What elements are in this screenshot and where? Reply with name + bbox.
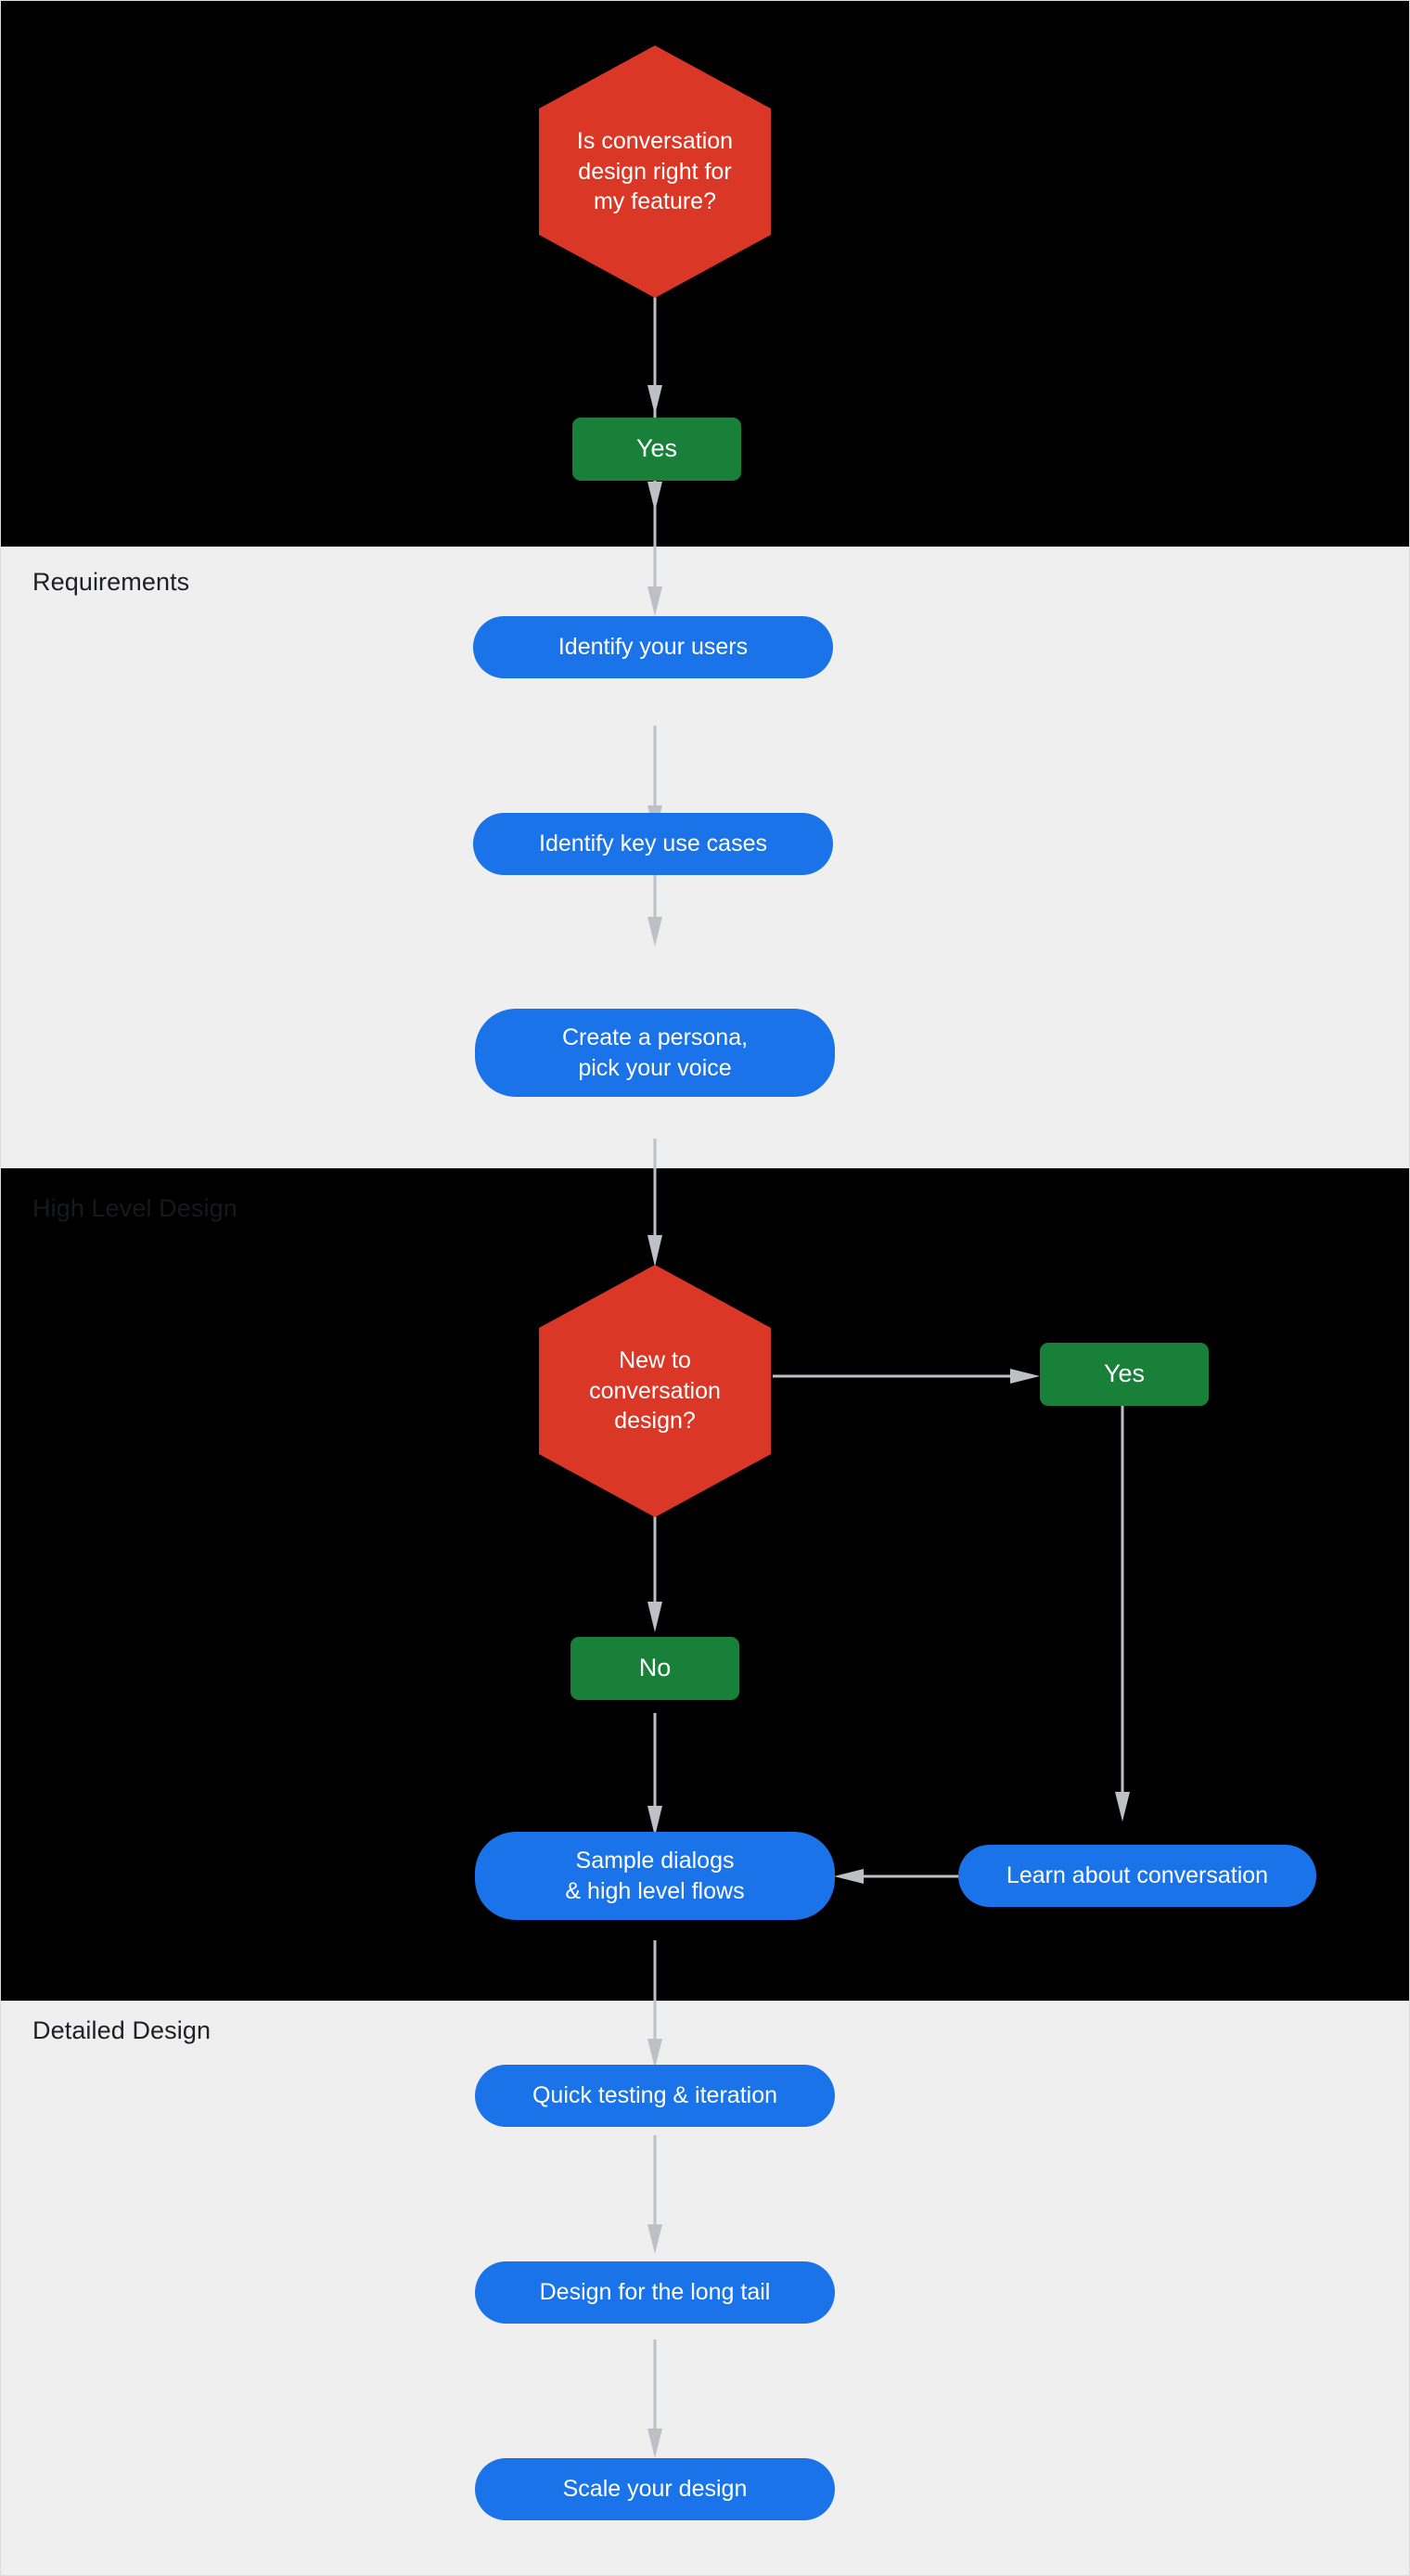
node-label: Quick testing & iteration xyxy=(532,2082,777,2109)
step-quick-testing-iteration[interactable]: Quick testing & iteration xyxy=(475,2065,835,2127)
step-identify-key-use-cases[interactable]: Identify key use cases xyxy=(473,813,833,875)
connector-no-to-sample-dialogs xyxy=(641,1713,669,1838)
node-label: Yes xyxy=(635,434,678,463)
answer-yes-1[interactable]: Yes xyxy=(572,418,741,481)
node-label: Design for the long tail xyxy=(539,2279,771,2306)
step-learn-about-conversation[interactable]: Learn about conversation xyxy=(958,1845,1316,1907)
node-label: Is conversation design right for my feat… xyxy=(576,128,734,215)
answer-no[interactable]: No xyxy=(570,1637,739,1700)
decision-new-to-conversation-design[interactable]: New to conversation design? xyxy=(539,1265,771,1517)
connector-quick-testing-to-long-tail xyxy=(641,2135,669,2256)
node-label: Yes xyxy=(1103,1359,1146,1388)
step-scale-your-design[interactable]: Scale your design xyxy=(475,2458,835,2520)
step-identify-your-users[interactable]: Identify your users xyxy=(473,616,833,678)
band-label-high-level-design: High Level Design xyxy=(32,1194,237,1222)
node-label: Identify your users xyxy=(558,634,749,661)
step-sample-dialogs-high-level-flows[interactable]: Sample dialogs & high level flows xyxy=(475,1832,835,1920)
connector-yes1-to-identify-users xyxy=(641,497,669,618)
decision-is-conversation-design-right[interactable]: Is conversation design right for my feat… xyxy=(539,45,771,298)
connector-decision2-to-no xyxy=(641,1509,669,1634)
node-label: No xyxy=(638,1654,672,1682)
connector-persona-to-decision2 xyxy=(641,1139,669,1269)
node-label: Learn about conversation xyxy=(1006,1862,1269,1889)
step-create-persona-pick-voice[interactable]: Create a persona, pick your voice xyxy=(475,1009,835,1097)
connector-sample-dialogs-to-quick-testing xyxy=(641,1940,669,2070)
connector-yes2-to-learn-about-conversation xyxy=(1109,1397,1136,1823)
answer-yes-2[interactable]: Yes xyxy=(1040,1343,1209,1406)
connector-learn-to-sample-dialogs xyxy=(832,1862,962,1890)
node-label: New to conversation design? xyxy=(589,1347,721,1435)
node-label: Create a persona, pick your voice xyxy=(561,1024,749,1081)
connector-decision2-to-yes2 xyxy=(773,1362,1042,1390)
node-label: Identify key use cases xyxy=(539,831,767,857)
step-design-for-the-long-tail[interactable]: Design for the long tail xyxy=(475,2261,835,2324)
band-label-requirements: Requirements xyxy=(32,568,190,596)
node-label: Scale your design xyxy=(562,2476,748,2503)
connector-long-tail-to-scale xyxy=(641,2339,669,2460)
node-label: Sample dialogs & high level flows xyxy=(565,1848,745,1904)
band-label-detailed-design: Detailed Design xyxy=(32,2016,212,2044)
